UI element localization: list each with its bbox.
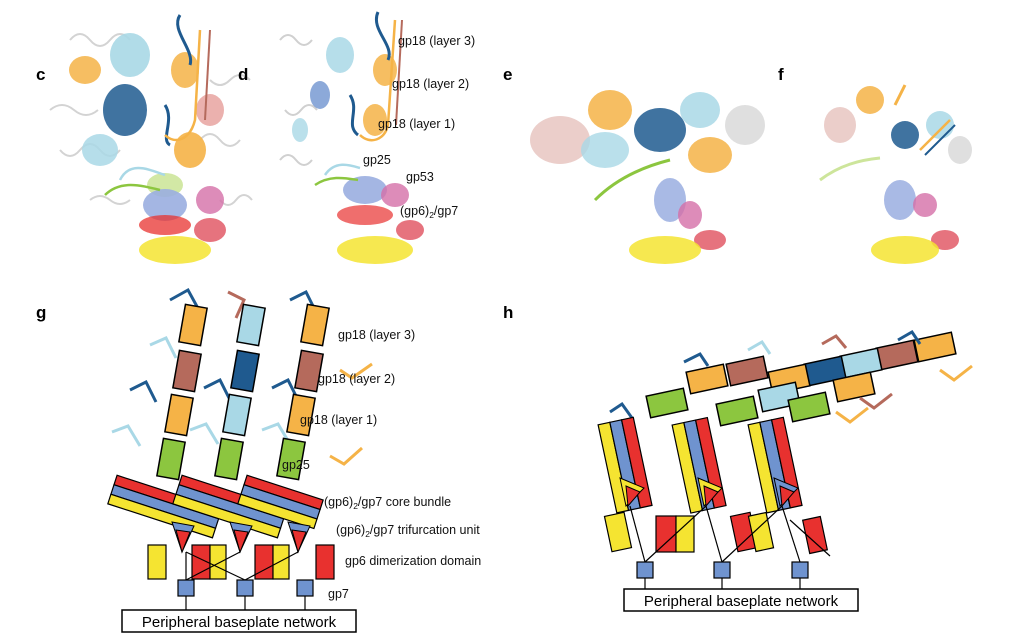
d-label-gp25: gp25	[363, 153, 391, 167]
h-network-box	[623, 588, 859, 612]
g-label-trifurcation: (gp6)2/gp7 trifurcation unit	[336, 523, 480, 539]
g-label-gp18-layer1: gp18 (layer 1)	[300, 413, 377, 427]
g-label-gp25: gp25	[282, 458, 310, 472]
g-column-1	[111, 287, 209, 481]
g-label-core-bundle: (gp6)2/gp7 core bundle	[324, 495, 451, 511]
panel-d-structure: d gp18 (layer 3) gp18 (layer 2) gp18 (la…	[238, 11, 475, 264]
d-label-gp18-layer1: gp18 (layer 1)	[378, 117, 455, 131]
h-gp7-network	[629, 505, 831, 590]
g-label-gp18-layer2: gp18 (layer 2)	[318, 372, 395, 386]
h-network-label: Peripheral baseplate network	[644, 593, 839, 610]
panel-letter-d: d	[238, 65, 248, 84]
panel-e-structure: e	[503, 65, 765, 264]
g-gp7-network	[177, 551, 314, 610]
panel-c-structure: c	[36, 14, 253, 264]
h-dimerization-domains	[603, 511, 829, 555]
d-label-gp18-layer3: gp18 (layer 3)	[398, 34, 475, 48]
g-label-gp7: gp7	[328, 587, 349, 601]
panel-letter-e: e	[503, 65, 512, 84]
d-label-gp18-layer2: gp18 (layer 2)	[392, 77, 469, 91]
g-network-box	[121, 609, 357, 633]
panel-letter-g: g	[36, 303, 46, 322]
h-trifurcation-units	[619, 477, 799, 508]
g-column-3	[261, 289, 373, 481]
g-column-2	[189, 290, 267, 481]
g-label-dimerization: gp6 dimerization domain	[345, 554, 481, 568]
panel-f-structure: f	[778, 65, 972, 264]
panel-letter-c: c	[36, 65, 45, 84]
panel-letter-f: f	[778, 65, 784, 84]
h-gp18-rows	[645, 331, 957, 427]
g-label-gp18-layer3: gp18 (layer 3)	[338, 328, 415, 342]
g-trifurcation-units	[171, 521, 311, 554]
panel-h-schematic: h	[503, 303, 973, 612]
g-core-bundles	[107, 474, 324, 539]
g-network-label: Peripheral baseplate network	[142, 614, 337, 631]
d-label-gp6-gp7: (gp6)2/gp7	[400, 204, 458, 220]
panel-letter-h: h	[503, 303, 513, 322]
d-label-gp53: gp53	[406, 170, 434, 184]
panel-g-schematic: g	[36, 287, 481, 633]
